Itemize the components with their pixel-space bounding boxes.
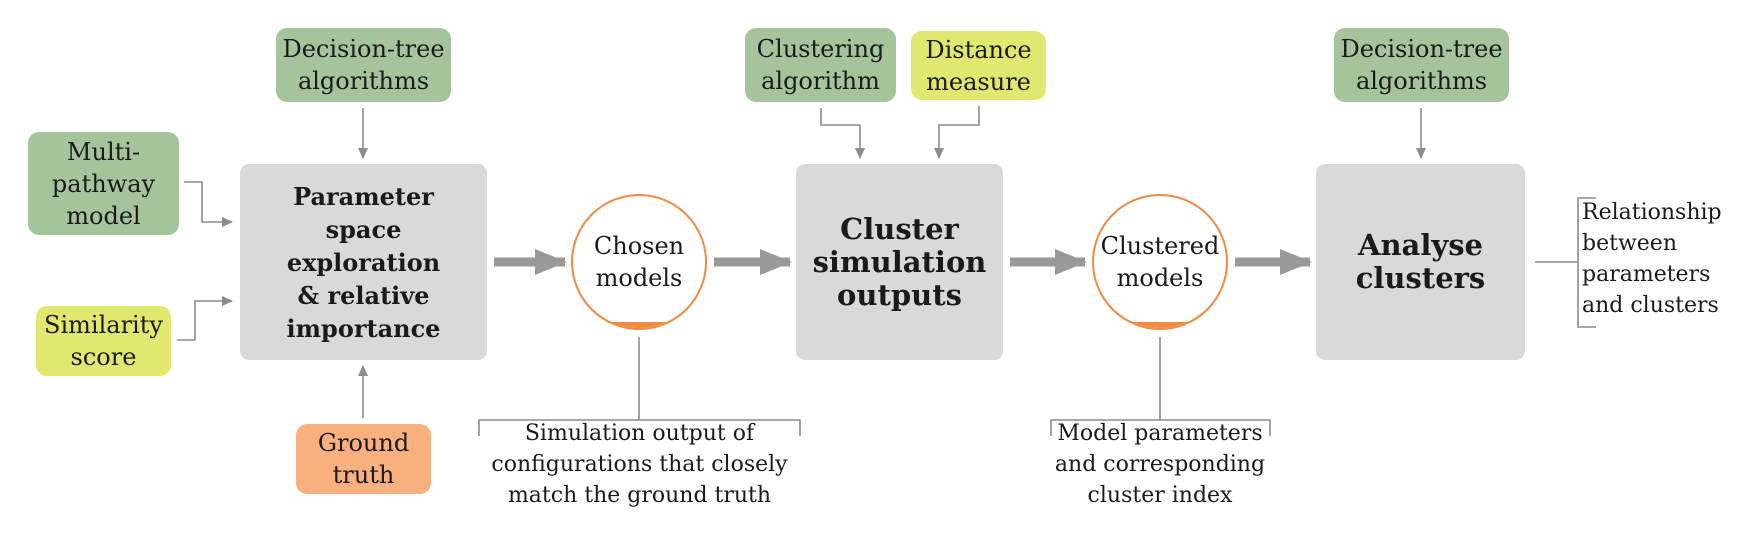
bracket-chosen-note xyxy=(478,419,801,436)
input-label: Similarity score xyxy=(44,311,163,371)
note-clustered-models: Model parameters and corresponding clust… xyxy=(1054,421,1266,508)
connector-multi-to-param xyxy=(184,181,233,227)
input-label: Multi- pathway model xyxy=(51,137,156,230)
connector-similarity-to-param xyxy=(177,296,233,341)
dataset-chosen-models: Chosen models xyxy=(571,194,707,330)
input-label: Clustering algorithm xyxy=(756,35,885,95)
dataset-label: Chosen models xyxy=(593,232,685,292)
process-label: Parameter space exploration & relative i… xyxy=(286,181,441,343)
connector-distance-to-cluster-sim xyxy=(934,106,980,159)
input-ground-truth: Ground truth xyxy=(296,424,431,494)
input-label: Ground truth xyxy=(317,429,410,489)
input-multi-pathway-model: Multi- pathway model xyxy=(28,132,179,235)
bracket-output-note xyxy=(1577,197,1596,328)
dataset-clustered-models: Clustered models xyxy=(1092,194,1228,330)
input-distance-measure: Distance measure xyxy=(911,31,1046,100)
note-chosen-models: Simulation output of configurations that… xyxy=(491,421,788,508)
bracket-clustered-note xyxy=(1050,419,1271,436)
connector-clustering-to-cluster-sim xyxy=(820,108,865,159)
process-label: Analyse clusters xyxy=(1355,228,1486,295)
input-decision-tree-algorithms-2: Decision-tree algorithms xyxy=(1334,28,1509,102)
input-label: Distance measure xyxy=(925,35,1032,96)
input-label: Decision-tree algorithms xyxy=(1340,35,1503,95)
input-clustering-algorithm: Clustering algorithm xyxy=(745,28,896,102)
dataset-storage-bar xyxy=(1094,322,1226,328)
input-decision-tree-algorithms-1: Decision-tree algorithms xyxy=(276,28,451,102)
process-analyse-clusters: Analyse clusters xyxy=(1316,164,1525,360)
process-label: Cluster simulation outputs xyxy=(812,211,987,312)
dataset-label: Clustered models xyxy=(1100,232,1220,292)
dataset-storage-bar xyxy=(573,322,705,328)
process-parameter-space-exploration: Parameter space exploration & relative i… xyxy=(240,164,487,360)
process-cluster-simulation-outputs: Cluster simulation outputs xyxy=(796,164,1003,360)
note-output-relationship: Relationship between parameters and clus… xyxy=(1582,200,1722,318)
input-label: Decision-tree algorithms xyxy=(282,35,445,95)
input-similarity-score: Similarity score xyxy=(36,306,171,376)
